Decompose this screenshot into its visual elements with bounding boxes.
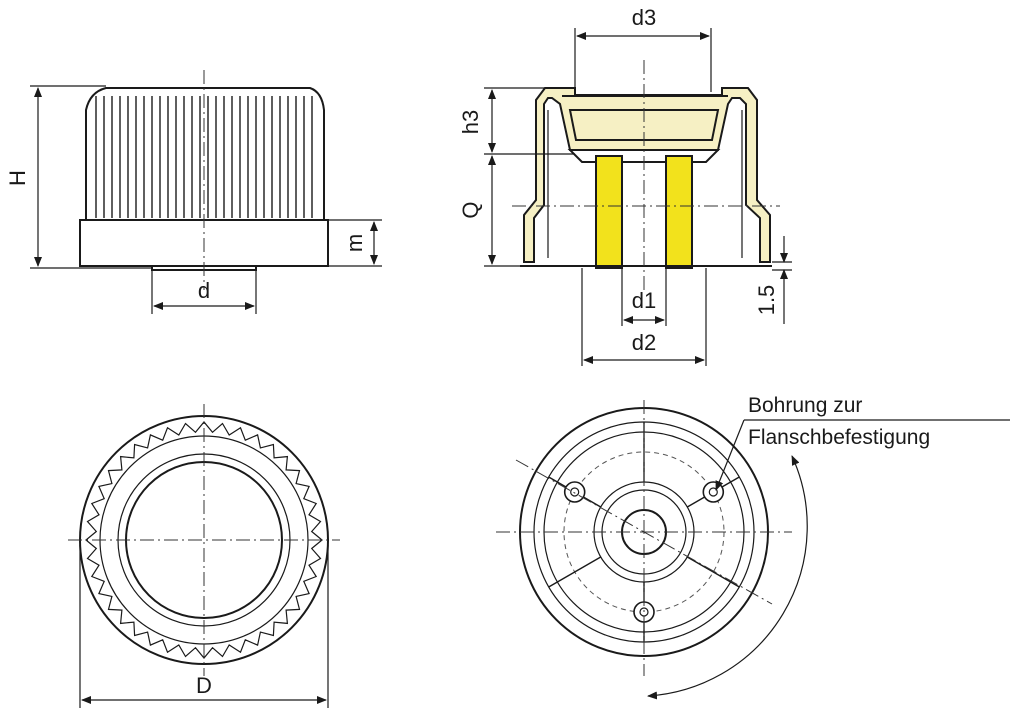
note-line-1: Bohrung zur xyxy=(748,394,862,417)
note-line-2: Flanschbefestigung xyxy=(748,426,930,449)
mounting-hole-bore xyxy=(570,487,580,497)
label-m: m xyxy=(342,234,367,252)
label-Q: Q xyxy=(458,201,483,218)
label-d3: d3 xyxy=(632,5,656,30)
label-h3: h3 xyxy=(458,110,483,134)
label-d: d xyxy=(198,278,210,303)
label-D: D xyxy=(196,673,212,698)
mounting-hole xyxy=(702,481,725,503)
insert-right xyxy=(665,155,693,269)
side-view: H m d xyxy=(5,70,382,314)
rib xyxy=(686,556,740,588)
label-d2: d2 xyxy=(632,330,656,355)
rib xyxy=(548,556,602,588)
section-view: d3 h3 Q 1.5 d1 d2 xyxy=(458,5,792,366)
top-view: D xyxy=(68,404,340,708)
label-d1: d1 xyxy=(632,288,656,313)
housing-section xyxy=(523,87,771,263)
label-H: H xyxy=(5,170,30,186)
label-1-5: 1.5 xyxy=(754,285,779,316)
bottom-view: Bohrung zur Flanschbefestigung xyxy=(496,394,1010,700)
knurl-ribs xyxy=(95,96,313,218)
rotation-arc xyxy=(647,455,808,700)
insert-left xyxy=(595,155,623,269)
mounting-hole xyxy=(563,481,586,503)
